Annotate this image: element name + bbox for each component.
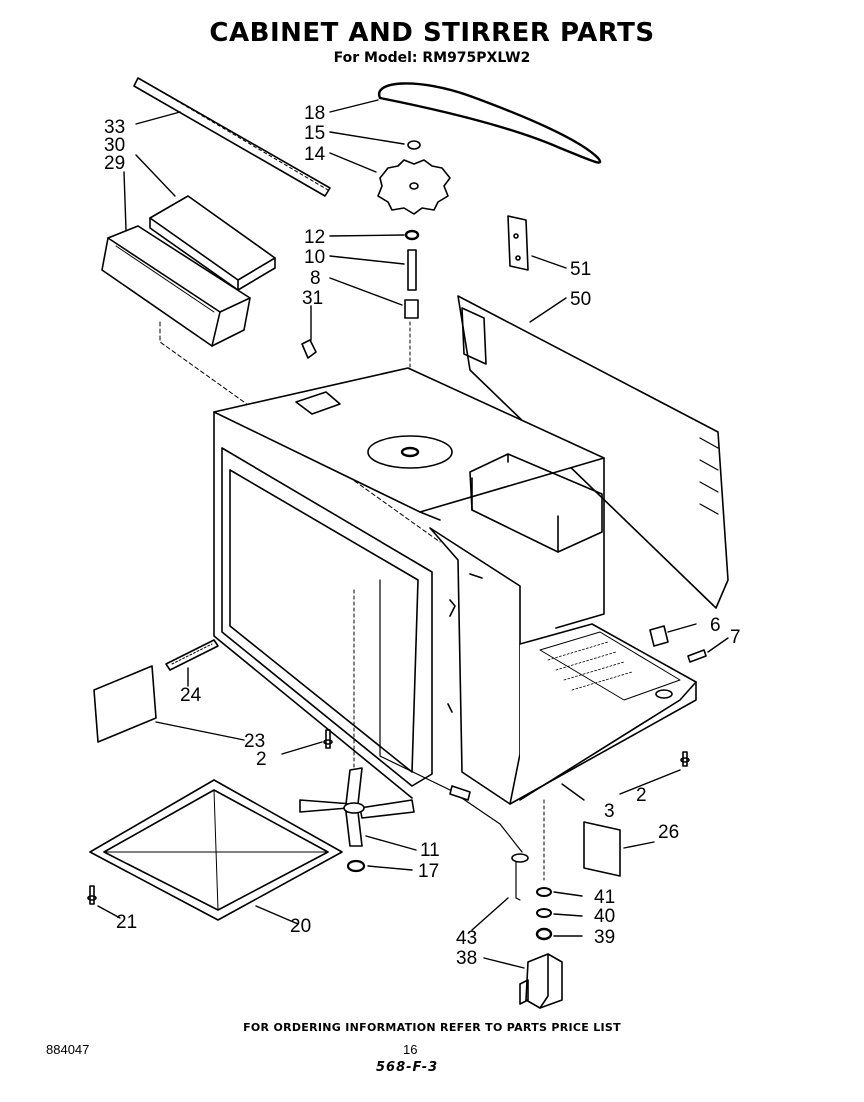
part-43-sensor xyxy=(379,579,529,901)
part-17-nut xyxy=(346,859,366,873)
callout-30: 30 xyxy=(104,135,125,156)
part-14-stirrer-gear xyxy=(377,159,451,215)
model-subtitle: For Model: RM975PXLW2 xyxy=(333,50,531,66)
page-title: CABINET AND STIRRER PARTS xyxy=(209,18,655,48)
callout-33: 33 xyxy=(104,117,125,138)
part-7-screw xyxy=(687,649,707,663)
part-18-belt xyxy=(377,82,602,164)
callout-6: 6 xyxy=(710,615,721,636)
callout-41: 41 xyxy=(594,887,615,908)
part-39-gear xyxy=(535,927,553,941)
part-51-bracket xyxy=(507,215,529,271)
callout-40: 40 xyxy=(594,906,615,927)
part-38-motor xyxy=(519,953,563,1009)
callout-2-right: 2 xyxy=(636,785,647,806)
callout-labels: 33 30 29 18 15 14 12 10 8 31 51 50 6 7 2… xyxy=(104,103,741,969)
part-12-washer xyxy=(404,229,420,241)
revision-code: 568-F-3 xyxy=(376,1060,439,1075)
document-number: 884047 xyxy=(46,1042,90,1057)
page-number: 16 xyxy=(403,1042,418,1057)
part-8-bushing xyxy=(404,299,419,319)
part-30-duct-cover xyxy=(149,195,276,291)
part-50-back-panel xyxy=(457,295,729,609)
callout-7: 7 xyxy=(730,627,741,648)
callout-21: 21 xyxy=(116,912,137,933)
part-26-bracket xyxy=(583,821,621,877)
callout-3: 3 xyxy=(604,801,615,822)
callout-24: 24 xyxy=(180,685,202,706)
callout-17: 17 xyxy=(418,861,439,882)
callout-50: 50 xyxy=(570,289,591,310)
part-2-screw-b xyxy=(680,751,690,767)
callout-18: 18 xyxy=(304,103,325,124)
part-21-screw xyxy=(87,885,97,905)
part-6-connector xyxy=(649,625,669,647)
part-24-terminal-strip xyxy=(165,639,219,671)
callout-14: 14 xyxy=(304,144,326,165)
part-20-base-tray xyxy=(89,779,343,921)
part-11-stirrer-fan xyxy=(299,767,415,847)
callout-20: 20 xyxy=(290,916,311,937)
callout-8: 8 xyxy=(310,268,321,289)
callout-38: 38 xyxy=(456,948,477,969)
part-33-strip xyxy=(133,77,331,197)
callout-11: 11 xyxy=(420,840,440,861)
callout-10: 10 xyxy=(304,247,325,268)
part-41-nut xyxy=(536,887,552,897)
part-29-duct-channel xyxy=(101,225,441,543)
ordering-note: FOR ORDERING INFORMATION REFER TO PARTS … xyxy=(243,1021,621,1034)
leader-lines xyxy=(97,99,729,969)
part-15-clip xyxy=(407,140,421,150)
callout-29: 29 xyxy=(104,153,125,174)
callout-43: 43 xyxy=(456,928,477,949)
part-10-shaft xyxy=(407,249,417,291)
callout-2-left: 2 xyxy=(256,749,267,770)
part-23-plate xyxy=(93,665,157,743)
callout-15: 15 xyxy=(304,123,325,144)
callout-39: 39 xyxy=(594,927,615,948)
part-40-washer xyxy=(536,908,552,918)
callout-51: 51 xyxy=(570,259,591,280)
part-31-clip xyxy=(301,339,317,359)
callout-31: 31 xyxy=(302,288,323,309)
callout-26: 26 xyxy=(658,822,679,843)
callout-12: 12 xyxy=(304,227,325,248)
callout-23: 23 xyxy=(244,731,265,752)
part-2-screw-a xyxy=(323,729,333,749)
